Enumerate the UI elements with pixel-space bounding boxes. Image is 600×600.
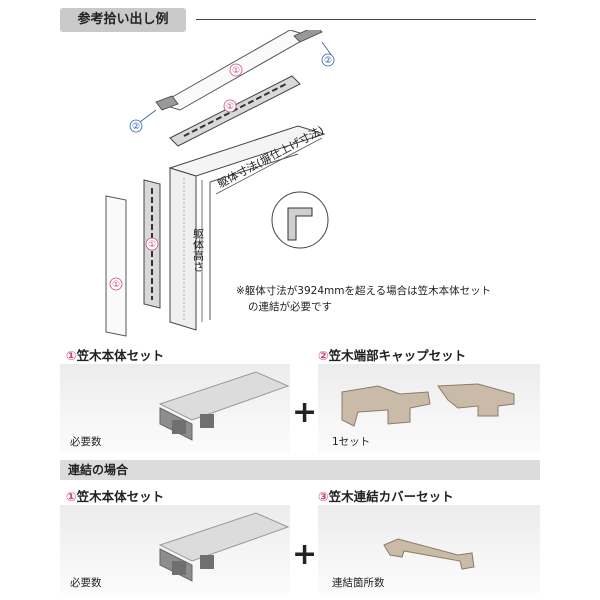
corner-detail-shape <box>287 207 313 241</box>
end-cap-left <box>155 95 179 111</box>
top-left-number: ① <box>66 348 77 363</box>
bottom-right-title: ③笠木連結カバーセット <box>318 486 454 505</box>
svg-text:②: ② <box>324 56 332 66</box>
bottom-left-title: ①笠木本体セット <box>66 486 164 505</box>
part-1-marker-left-plate: ① <box>109 277 123 291</box>
svg-text:①: ① <box>226 102 234 112</box>
bottom-right-panel: 連結箇所数 <box>318 505 540 593</box>
section-tag: 参考拾い出し例 <box>60 8 186 32</box>
bottom-right-number: ③ <box>318 489 329 504</box>
wall-side-face <box>169 167 197 331</box>
note-line-2: の連結が必要です <box>248 301 332 313</box>
top-plus-sign: + <box>292 395 318 430</box>
bottom-plus-sign: + <box>292 537 318 572</box>
part-2-marker-right: ② <box>321 53 335 67</box>
part-1-marker-mid: ① <box>223 99 237 113</box>
part-1-marker-top: ① <box>229 63 243 77</box>
svg-text:②: ② <box>132 122 140 132</box>
top-left-title-text: 笠木本体セット <box>76 348 165 363</box>
corner-detail-circle <box>271 191 329 249</box>
top-right-panel: 1セット <box>318 364 540 452</box>
note-line-1: ※躯体寸法が3924mmを超える場合は笠木本体セット <box>236 285 492 297</box>
bottom-left-number: ① <box>66 489 77 504</box>
left-cover-plate <box>105 195 127 337</box>
header-rule <box>196 19 536 20</box>
bottom-right-title-text: 笠木連結カバーセット <box>328 489 454 504</box>
svg-text:①: ① <box>112 280 120 290</box>
top-left-panel: 必要数 <box>60 364 290 452</box>
note-text: ※躯体寸法が3924mmを超える場合は笠木本体セット の連結が必要です <box>236 283 546 315</box>
part-2-marker-left: ② <box>129 119 143 133</box>
exploded-diagram: ① ② ① ② ① ① 躯体寸法(塀仕上げ寸法) 躯体高さ <box>105 30 335 337</box>
kasagi-body-illustration-bottom <box>158 512 290 582</box>
svg-text:①: ① <box>148 240 156 250</box>
connection-case-band: 連結の場合 <box>60 460 540 480</box>
end-cap-top-right <box>293 30 323 43</box>
top-left-title: ①笠木本体セット <box>66 345 164 364</box>
dimension-height-label: 躯体高さ <box>192 228 205 272</box>
kasagi-body-illustration-top <box>158 371 290 441</box>
bottom-right-caption: 連結箇所数 <box>332 577 385 589</box>
bottom-left-title-text: 笠木本体セット <box>76 489 165 504</box>
end-cap-illustration <box>341 383 515 427</box>
svg-text:①: ① <box>232 66 240 76</box>
part-1-marker-left-rail: ① <box>145 237 159 251</box>
top-right-caption: 1セット <box>332 436 371 448</box>
top-right-title-text: 笠木端部キャップセット <box>328 348 467 363</box>
top-right-number: ② <box>318 348 329 363</box>
connection-cover-illustration <box>383 538 475 570</box>
bottom-left-panel: 必要数 <box>60 505 290 593</box>
bottom-left-caption: 必要数 <box>70 577 102 589</box>
top-right-title: ②笠木端部キャップセット <box>318 345 466 364</box>
top-left-caption: 必要数 <box>70 436 102 448</box>
